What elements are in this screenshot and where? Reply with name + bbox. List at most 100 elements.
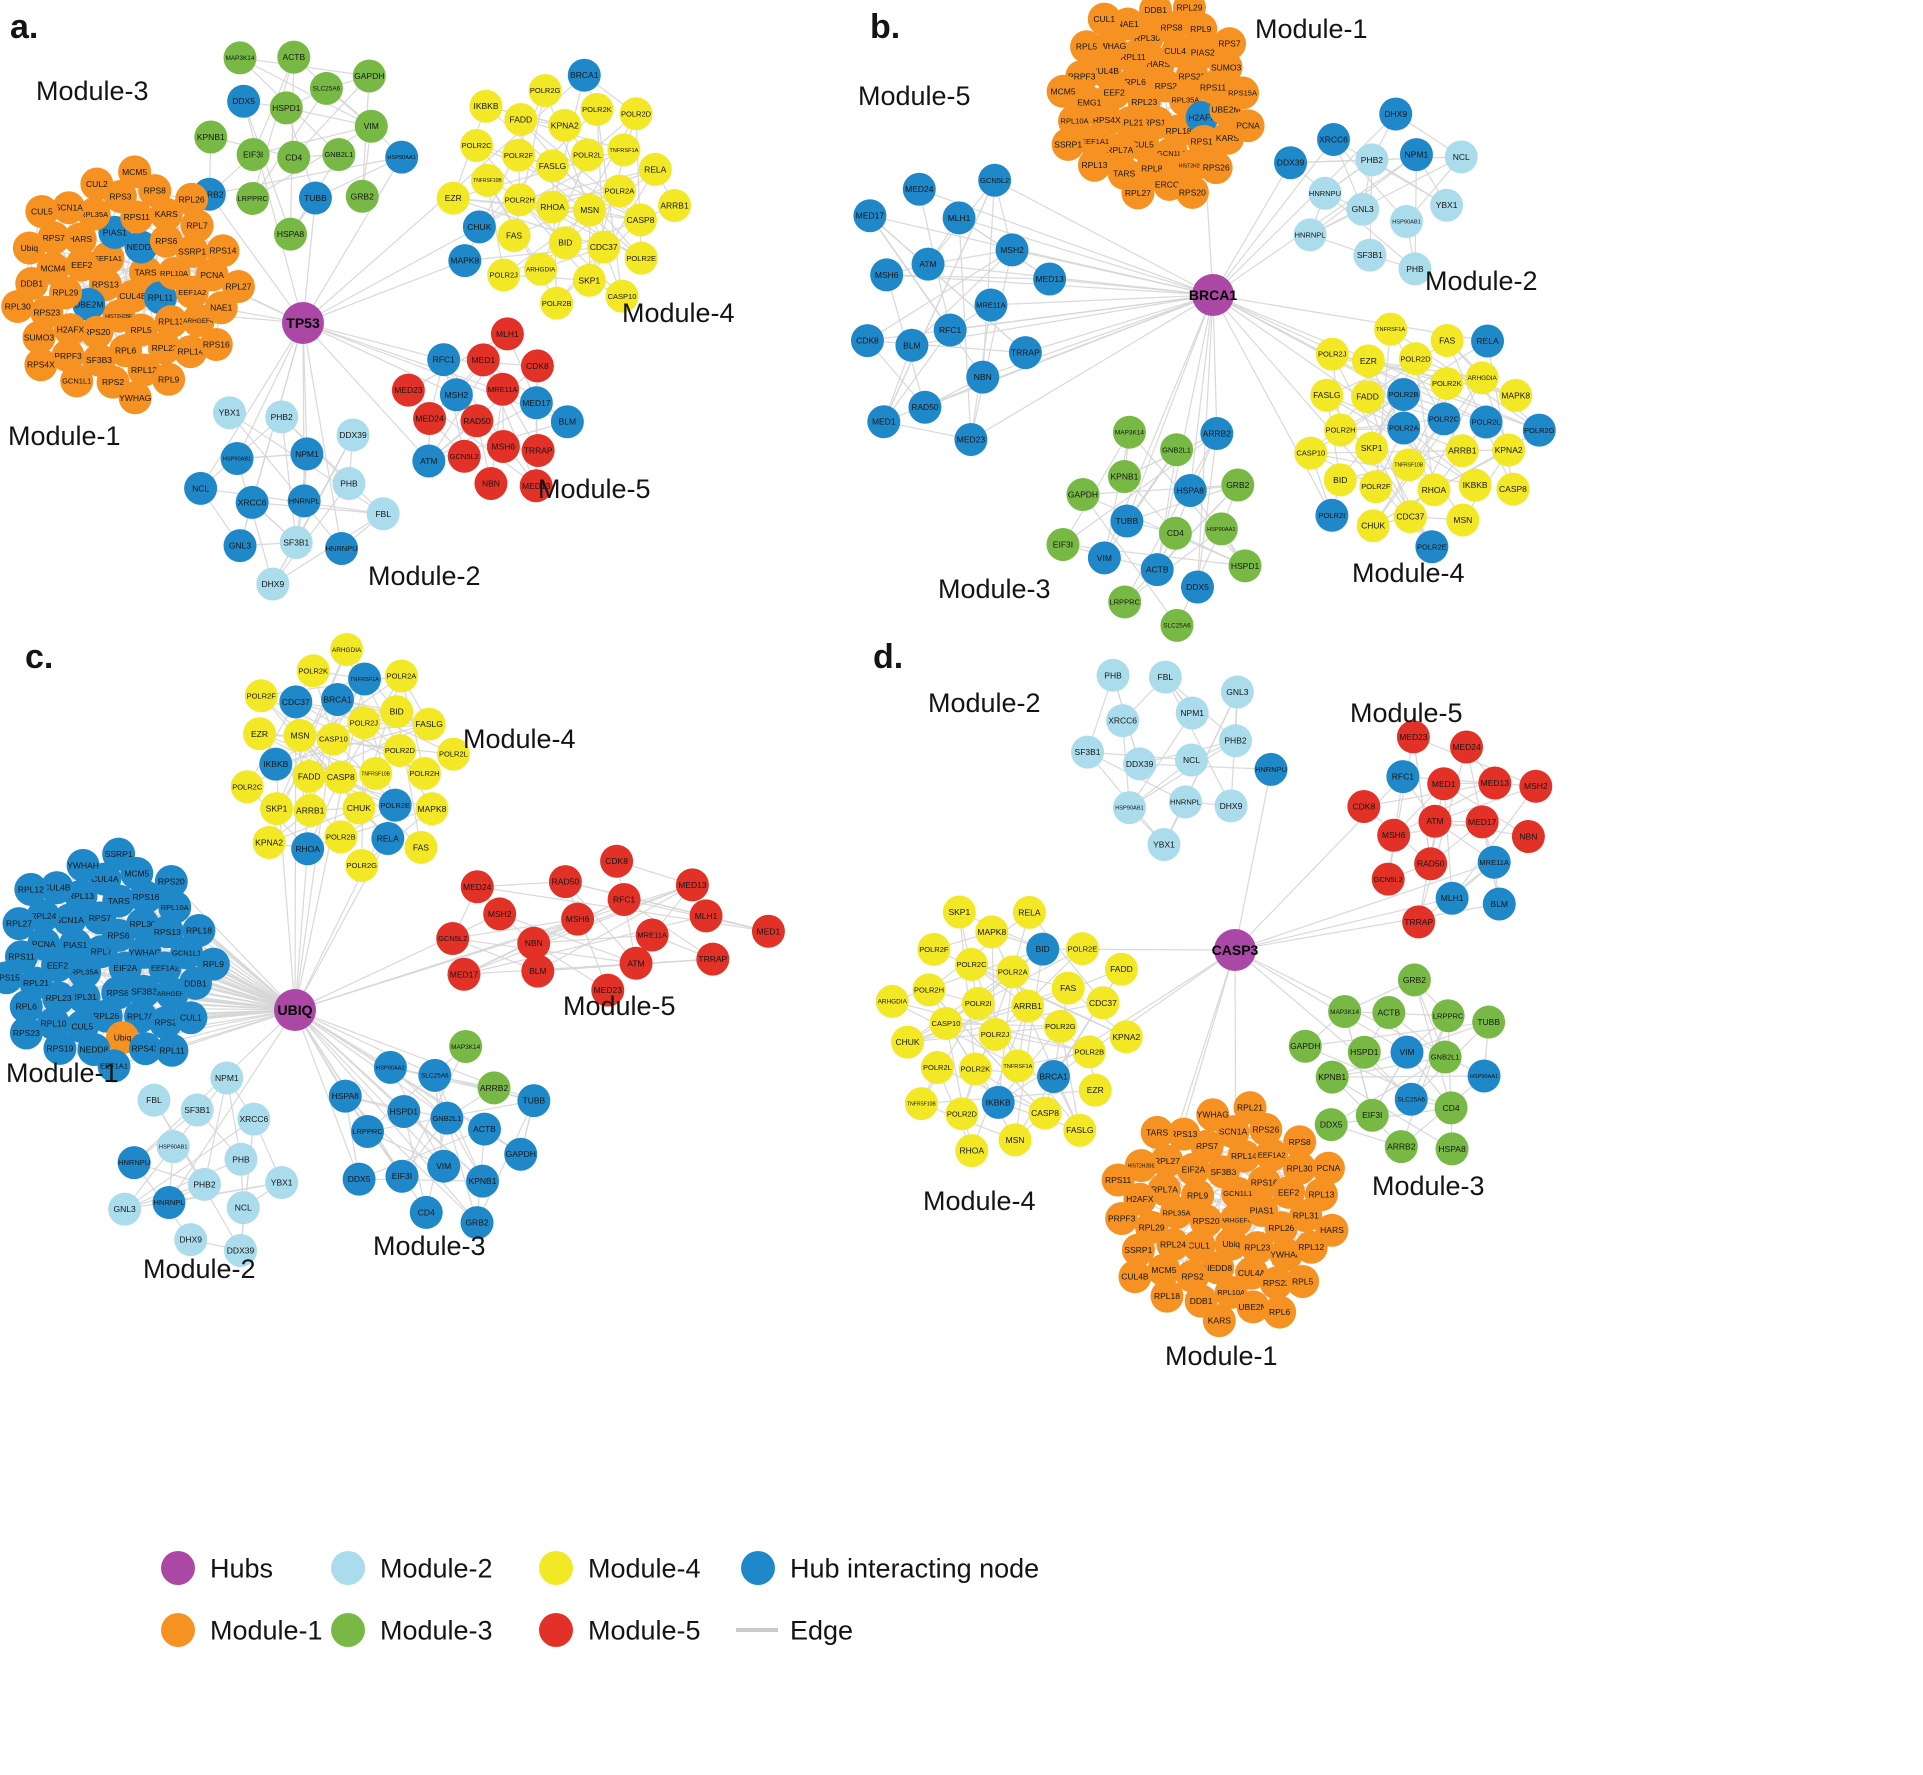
- node-polr2a: POLR2A: [996, 955, 1030, 989]
- node-label: HSPD1: [1231, 561, 1260, 571]
- node-blm: BLM: [550, 405, 584, 439]
- edge: [1413, 979, 1452, 1108]
- node-label: BID: [390, 707, 404, 717]
- node-circle: [945, 1097, 979, 1131]
- node-rpl13: RPL13: [1077, 148, 1111, 182]
- node-grb2: GRB2: [460, 1206, 494, 1240]
- node-rpl35a: RPL35A: [77, 197, 111, 231]
- node-circle: [955, 1134, 989, 1168]
- edge: [476, 1100, 535, 1223]
- node-circle: [602, 174, 636, 208]
- node-circle: [1168, 785, 1202, 819]
- node-label: RPS8: [144, 186, 166, 196]
- node-label: HARS: [1320, 1225, 1344, 1235]
- node-polr2a: POLR2A: [384, 659, 418, 693]
- node-label: POLR2G: [1524, 426, 1555, 435]
- node-circle: [413, 402, 447, 436]
- node-label: POLR2F: [504, 151, 534, 160]
- node-circle: [1121, 176, 1155, 210]
- hub-edge: [1212, 113, 1397, 296]
- node-rpl9: RPL9: [152, 362, 186, 396]
- node-hsp90aa1: HSP90AA1: [385, 140, 419, 174]
- node-circle: [1346, 192, 1380, 226]
- node-label: POLR2G: [1045, 1022, 1076, 1031]
- node-circle: [436, 181, 470, 215]
- node-label: POLR2I: [965, 999, 992, 1008]
- node-cdk8: CDK8: [600, 844, 634, 878]
- node-cul1: CUL1: [1087, 2, 1121, 36]
- node-circle: [155, 1033, 189, 1067]
- node-rps15a: RPS15A: [1226, 76, 1260, 110]
- node-circle: [236, 138, 270, 172]
- node-label: MED1: [757, 926, 781, 936]
- node-label: HSP90AA1: [376, 1065, 404, 1071]
- node-dhx9: DHX9: [1214, 789, 1248, 823]
- node-circle: [1121, 1233, 1155, 1267]
- node-nbn: NBN: [1511, 820, 1545, 854]
- edge: [359, 1178, 483, 1182]
- node-circle: [97, 1049, 131, 1083]
- node-circle: [1011, 989, 1045, 1023]
- node-label: SLC25A6: [421, 1073, 449, 1080]
- node-label: RFC1: [1392, 772, 1414, 782]
- node-circle: [156, 1130, 190, 1164]
- node-circle: [519, 386, 553, 420]
- node-label: VIM: [1097, 553, 1112, 563]
- node-label: RPL35A: [1163, 1208, 1191, 1217]
- node-rps8: RPS8: [1283, 1125, 1317, 1159]
- node-label: RPS13: [92, 280, 119, 290]
- node-circle: [1175, 175, 1209, 209]
- node-circle: [486, 429, 520, 463]
- node-circle: [1078, 1073, 1112, 1107]
- node-circle: [1359, 470, 1393, 504]
- node-sf3b1: SF3B1: [1071, 735, 1105, 769]
- node-label: MLH1: [695, 911, 718, 921]
- node-ikbkb: IKBKB: [259, 747, 293, 781]
- node-skp1: SKP1: [572, 263, 606, 297]
- node-label: DDX5: [232, 96, 255, 106]
- node-label: MED17: [1468, 817, 1497, 827]
- node-circle: [291, 832, 325, 866]
- node-msn: MSN: [998, 1123, 1032, 1157]
- node-label: RPS4X: [27, 360, 55, 370]
- panel-b-module-5-label: Module-5: [858, 81, 971, 111]
- hub-edge: [168, 1009, 296, 1203]
- node-circle: [961, 986, 995, 1020]
- node-label: FAS: [506, 230, 522, 240]
- node-circle: [867, 405, 901, 439]
- node-hnrnpl: HNRNPL: [152, 1186, 186, 1220]
- node-label: RPL9: [203, 959, 225, 969]
- node-label: RPS4X: [132, 1044, 160, 1054]
- node-med24: MED24: [902, 172, 936, 206]
- node-arrb1: ARRB1: [658, 188, 692, 222]
- node-msh6: MSH6: [561, 902, 595, 936]
- node-label: MSN: [1453, 515, 1472, 525]
- node-circle: [1351, 380, 1385, 414]
- node-cdc37: CDC37: [1393, 500, 1427, 534]
- node-rpl27: RPL27: [1150, 1144, 1184, 1178]
- legend-swatch-module-4: [539, 1551, 573, 1585]
- edge: [977, 948, 1083, 1004]
- node-circle: [1087, 541, 1121, 575]
- node-med24: MED24: [460, 870, 494, 904]
- node-label: MED1: [872, 417, 896, 427]
- node-circle: [359, 757, 393, 791]
- edge: [390, 1066, 535, 1102]
- node-circle: [540, 286, 574, 320]
- node-kpna2: KPNA2: [548, 108, 582, 142]
- node-rpl18: RPL18: [182, 913, 216, 947]
- node-circle: [223, 529, 257, 563]
- node-ddx39: DDX39: [336, 418, 370, 452]
- hub-edge: [171, 1009, 296, 1051]
- node-label: HARS: [1146, 59, 1170, 69]
- node-rpl5: RPL5: [1070, 30, 1104, 64]
- node-slc25a6: SLC25A6: [418, 1058, 452, 1092]
- panel-d-module-3-label: Module-3: [1372, 1171, 1485, 1201]
- node-circle: [600, 844, 634, 878]
- node-kpna2: KPNA2: [1109, 1020, 1143, 1054]
- node-circle: [1240, 1231, 1274, 1265]
- node-casp8: CASP8: [1496, 472, 1530, 506]
- node-cul1: CUL1: [174, 1001, 208, 1035]
- node-rps20: RPS20: [1175, 175, 1209, 209]
